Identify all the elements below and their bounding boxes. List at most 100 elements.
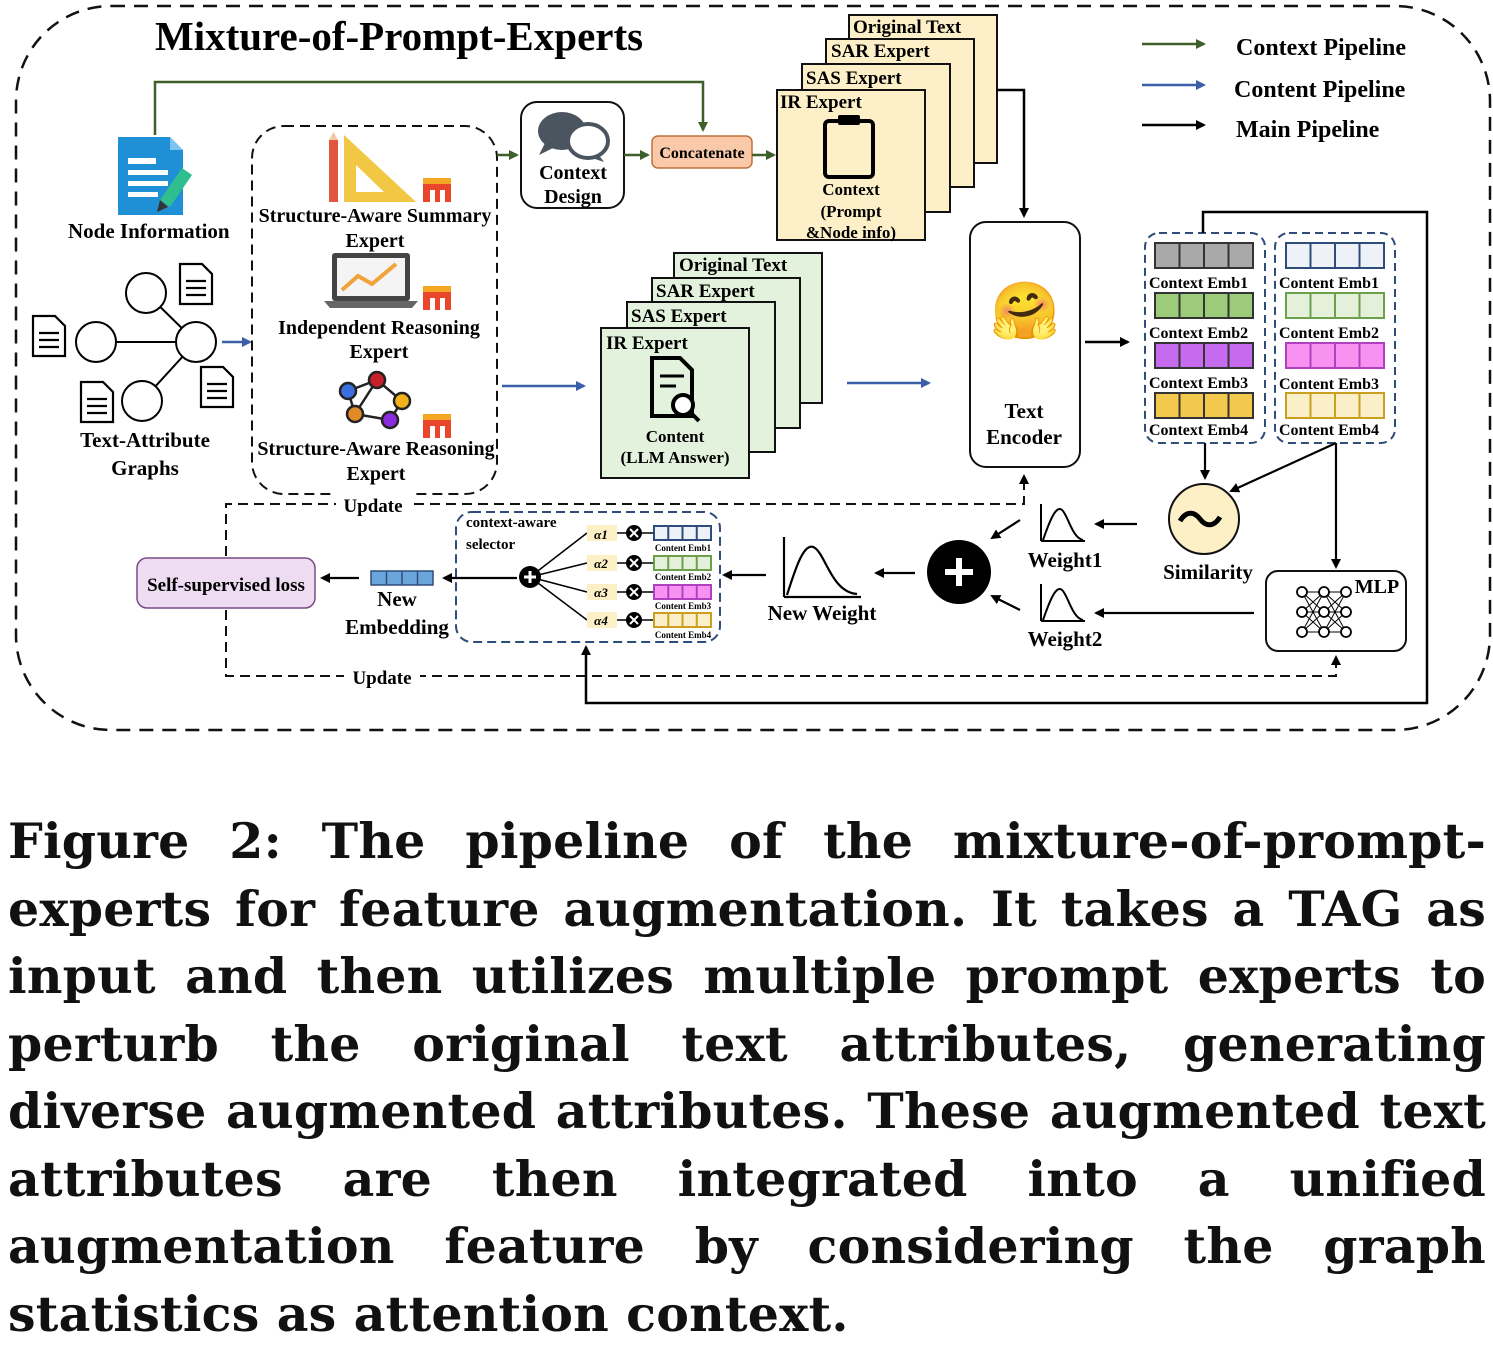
text-encoder-line1: Text [1005, 399, 1044, 423]
context-card-sar-expert: SAR Expert [831, 41, 930, 62]
similarity-node [1168, 483, 1240, 555]
content-emb3-label: Content Emb3 [1279, 376, 1379, 393]
context-emb-bar-4 [1154, 392, 1254, 419]
neural-network-icon [1296, 586, 1352, 638]
legend: Context Pipeline Content Pipeline Main P… [1142, 35, 1406, 143]
concatenate-label: Concatenate [659, 145, 744, 162]
clipboard-icon [823, 115, 875, 179]
new-embedding-line2: Embedding [345, 615, 449, 639]
update-top-label: Update [343, 496, 402, 517]
node-information-icon [118, 137, 192, 215]
ir-expert-line2: Expert [350, 341, 409, 363]
self-supervised-loss-box [136, 557, 316, 609]
update-loop-bottom [225, 610, 1341, 677]
context-emb3-label: Context Emb3 [1149, 375, 1248, 392]
alpha-badge-1 [587, 525, 617, 541]
similarity-icon [1177, 510, 1223, 528]
self-supervised-loss-label: Self-supervised loss [147, 575, 305, 596]
concatenate-box [651, 135, 753, 169]
text-attribute-graph-icon [75, 272, 217, 422]
context-card-original-text: Original Text [853, 17, 962, 38]
alpha-badge-2 [587, 555, 617, 571]
content-doc-line2: (LLM Answer) [620, 448, 729, 467]
weight2-curve-icon [1040, 584, 1085, 622]
selector-emb-bar-1 [653, 525, 712, 541]
new-embedding-line1: New [377, 587, 417, 611]
context-emb1-label: Context Emb1 [1149, 275, 1248, 292]
selector-emb2-label: Content Emb2 [655, 572, 712, 582]
selector-emb-bar-3 [653, 584, 712, 600]
sas-summary-expert-line2: Expert [346, 230, 405, 252]
node-information-label: Node Information [68, 219, 230, 243]
document-icon [31, 262, 235, 424]
pipeline-diagram: Mixture-of-Prompt-Experts Context Pipeli… [14, 4, 1492, 732]
context-emb2-label: Context Emb2 [1149, 325, 1248, 342]
context-card-ir-expert: IR Expert [780, 92, 862, 113]
selector-label-line1: context-aware [466, 515, 557, 531]
context-design-line1: Context [539, 162, 607, 184]
content-emb-bars [1285, 242, 1385, 419]
alpha3-label: α3 [594, 585, 608, 600]
content-emb-bar-3 [1285, 342, 1385, 369]
hugging-face-icon: 🤗 [990, 281, 1060, 343]
selector-emb1-label: Content Emb1 [655, 543, 712, 553]
mistral-logo-icon [423, 178, 451, 202]
context-emb-bar-3 [1154, 342, 1254, 369]
content-emb1-label: Content Emb1 [1279, 275, 1379, 292]
alpha-badge-4 [587, 612, 617, 628]
content-card-sas-expert: SAS Expert [631, 306, 727, 327]
alpha1-label: α1 [594, 527, 608, 542]
alpha4-label: α4 [594, 613, 608, 628]
text-encoder-box [969, 221, 1081, 468]
plus-node-icon [927, 540, 991, 604]
selector-emb4-label: Content Emb4 [655, 630, 712, 640]
sar-expert-line2: Expert [347, 463, 406, 485]
selector-label-line2: selector [466, 537, 515, 553]
selector-emb-bar-2 [653, 555, 712, 571]
content-emb-group [1274, 232, 1396, 444]
selector-sum-icon [519, 566, 541, 588]
legend-content-pipeline: Content Pipeline [1234, 77, 1406, 103]
content-emb-bar-4 [1285, 392, 1385, 419]
weight1-curve-icon [1040, 504, 1085, 542]
context-design-line2: Design [544, 186, 602, 208]
mistral-logo-icon [423, 414, 451, 438]
context-doc-line1: Context [822, 180, 880, 199]
selector-emb-bar-4 [653, 612, 712, 628]
context-card-sas-expert: SAS Expert [806, 68, 902, 89]
sar-expert-line1: Structure-Aware Reasoning [257, 438, 494, 460]
context-doc-line3: &Node info) [806, 223, 896, 242]
content-card-ir-expert: IR Expert [606, 333, 688, 354]
content-emb-bar-2 [1285, 292, 1385, 319]
context-emb-group [1144, 232, 1266, 444]
mistral-logo-icon [423, 286, 451, 310]
new-weight-curve-icon [782, 537, 861, 599]
content-emb2-label: Content Emb2 [1279, 325, 1379, 342]
legend-context-pipeline: Context Pipeline [1236, 35, 1406, 61]
document-search-icon [650, 356, 701, 423]
selector-rows [587, 525, 712, 628]
context-doc-line2: (Prompt [820, 202, 881, 221]
tag-label-line1: Text-Attribute [80, 428, 210, 452]
alpha-badge-3 [587, 584, 617, 600]
legend-main-pipeline: Main Pipeline [1236, 117, 1380, 143]
mlp-label: MLP [1355, 576, 1399, 598]
new-weight-label: New Weight [768, 601, 877, 625]
context-emb4-label: Context Emb4 [1149, 422, 1248, 439]
context-aware-selector-box [455, 511, 721, 643]
update-loop-top [225, 474, 1029, 556]
similarity-label: Similarity [1163, 560, 1253, 584]
molecule-graph-icon [338, 370, 412, 430]
content-emb4-label: Content Emb4 [1279, 422, 1379, 439]
selector-emb3-label: Content Emb3 [655, 601, 712, 611]
ruler-triangle-icon [329, 132, 416, 202]
update-bottom-label: Update [352, 668, 411, 689]
new-embedding-bar [370, 570, 434, 586]
figure-caption: Figure 2: The pipeline of the mixture-of… [8, 812, 1486, 1343]
laptop-chart-icon [324, 253, 418, 308]
content-emb-bar-1 [1285, 242, 1385, 269]
content-doc-line1: Content [646, 427, 705, 446]
text-encoder-line2: Encoder [986, 425, 1062, 449]
main-feedback-loop [581, 210, 1429, 705]
alpha2-label: α2 [594, 556, 608, 571]
